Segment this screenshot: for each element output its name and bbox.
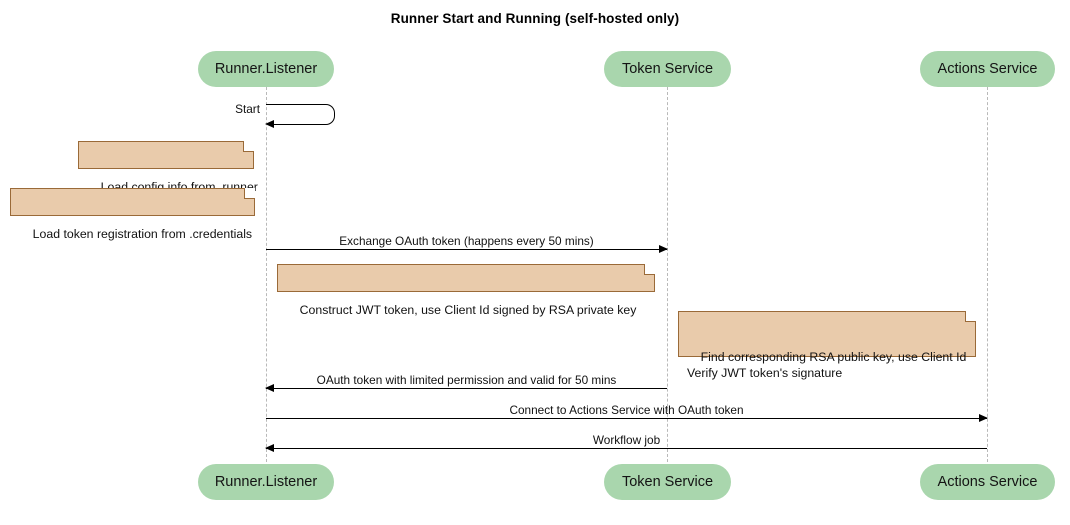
lifeline-runner [266,87,267,462]
arrowhead-connect-actions-service [979,413,988,422]
note-load-config: Load config info from .runner [78,141,258,194]
participant-token-bottom[interactable]: Token Service [604,464,731,500]
lifeline-token [667,87,668,462]
note-text: Construct JWT token, use Client Id signe… [299,303,637,317]
note-verify-jwt: Find corresponding RSA public key, use C… [678,311,976,380]
participant-runner-top[interactable]: Runner.Listener [198,51,334,87]
note-construct-jwt: Construct JWT token, use Client Id signe… [277,264,655,317]
note-load-token-registration: Load token registration from .credential… [10,188,255,241]
message-label-connect-actions-service: Connect to Actions Service with OAuth to… [509,403,744,417]
note-fold-corner [644,264,655,275]
participant-runner-bottom[interactable]: Runner.Listener [198,464,334,500]
note-fold-corner [965,311,976,322]
message-label-exchange-oauth-token: Exchange OAuth token (happens every 50 m… [339,234,594,248]
message-workflow-job [265,443,987,452]
diagram-title: Runner Start and Running (self-hosted on… [390,11,680,26]
note-fold-corner [243,141,254,152]
message-oauth-token-response [265,383,667,392]
message-label-start: Start [235,102,260,116]
note-text: Find corresponding RSA public key, use C… [687,350,967,380]
note-text: Load token registration from .credential… [32,227,253,241]
participant-token-top[interactable]: Token Service [604,51,731,87]
participant-label: Runner.Listener [214,61,318,77]
arrowhead-workflow-job [265,443,274,452]
participant-label: Actions Service [937,474,1038,490]
arrowhead-oauth-token-response [265,383,274,392]
self-loop-bottom [274,124,326,125]
participant-actions-bottom[interactable]: Actions Service [920,464,1055,500]
self-loop-arc [325,104,335,125]
arrowhead-exchange-oauth-token [659,244,668,253]
arrowhead-start [265,120,274,128]
message-label-workflow-job: Workflow job [592,433,661,447]
participant-label: Actions Service [937,61,1038,77]
self-loop-top [266,104,326,105]
lifeline-actions [987,87,988,462]
message-start [265,104,336,128]
participant-actions-top[interactable]: Actions Service [920,51,1055,87]
message-connect-actions-service [266,413,988,422]
participant-label: Runner.Listener [214,474,318,490]
participant-label: Token Service [621,61,714,77]
message-exchange-oauth-token [266,244,668,253]
note-fold-corner [244,188,255,199]
participant-label: Token Service [621,474,714,490]
message-label-oauth-token-response: OAuth token with limited permission and … [316,373,617,387]
